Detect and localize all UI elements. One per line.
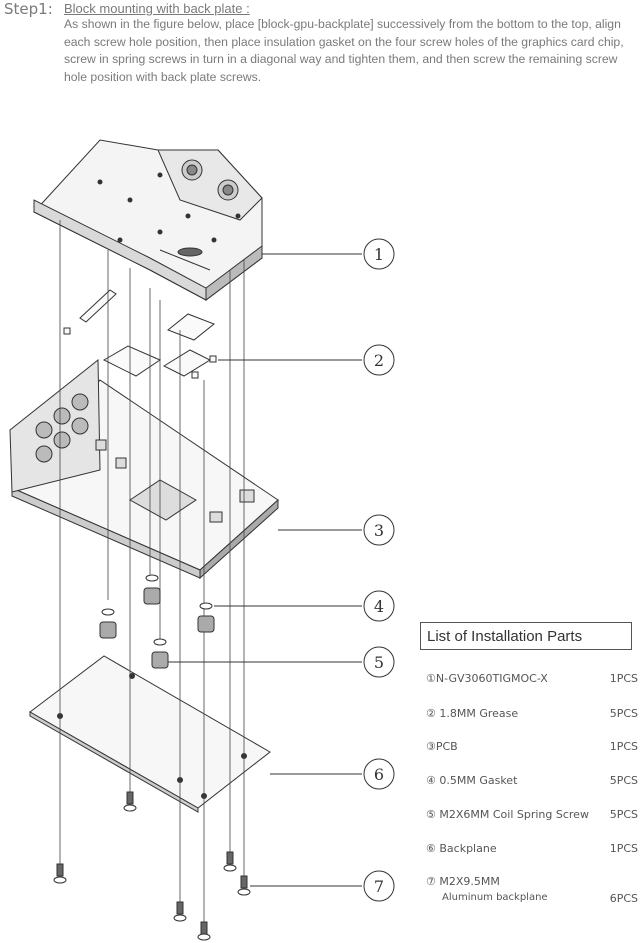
part-name: ⑥ Backplane — [426, 842, 497, 855]
part-name: ①N-GV3060TIGMOC-X — [426, 672, 548, 685]
part-qty: 5PCS — [609, 707, 638, 720]
callout-circles — [363, 238, 395, 902]
callout-5: 5 — [374, 653, 384, 672]
part-qty: 1PCS — [609, 672, 638, 685]
part-qty: 5PCS — [609, 774, 638, 787]
part-name: ② 1.8MM Grease — [426, 707, 519, 720]
part-qty: 5PCS — [609, 808, 638, 821]
part-name-detail: Aluminum backplane — [442, 892, 548, 903]
callout-3: 3 — [374, 521, 384, 540]
pcb — [9, 358, 279, 580]
callout-2: 2 — [374, 351, 384, 370]
step-instructions: As shown in the figure below, place [blo… — [64, 17, 624, 84]
callout-1: 1 — [374, 245, 384, 264]
step-label: Step1: — [4, 0, 53, 18]
callout-7: 7 — [374, 877, 384, 896]
part-name: ⑦ M2X9.5MM — [426, 875, 500, 888]
part-name: ④ 0.5MM Gasket — [426, 774, 518, 787]
part-qty: 6PCS — [609, 892, 638, 905]
water-block — [33, 139, 263, 301]
spring-screws — [99, 574, 215, 669]
part-name: ⑤ M2X6MM Coil Spring Screw — [426, 808, 589, 821]
part-qty: 1PCS — [609, 842, 638, 855]
leader-lines — [168, 253, 362, 887]
step-title: Block mounting with back plate : — [64, 1, 250, 16]
part-qty: 1PCS — [609, 740, 638, 753]
callout-4: 4 — [374, 597, 384, 616]
callout-6: 6 — [374, 765, 384, 784]
parts-list-title: List of Installation Parts — [420, 622, 632, 650]
thermal-pads — [63, 289, 217, 379]
part-name: ③PCB — [426, 740, 458, 753]
alignment-lines — [59, 220, 245, 930]
backplate — [29, 655, 271, 813]
backplate-screws — [53, 791, 251, 941]
